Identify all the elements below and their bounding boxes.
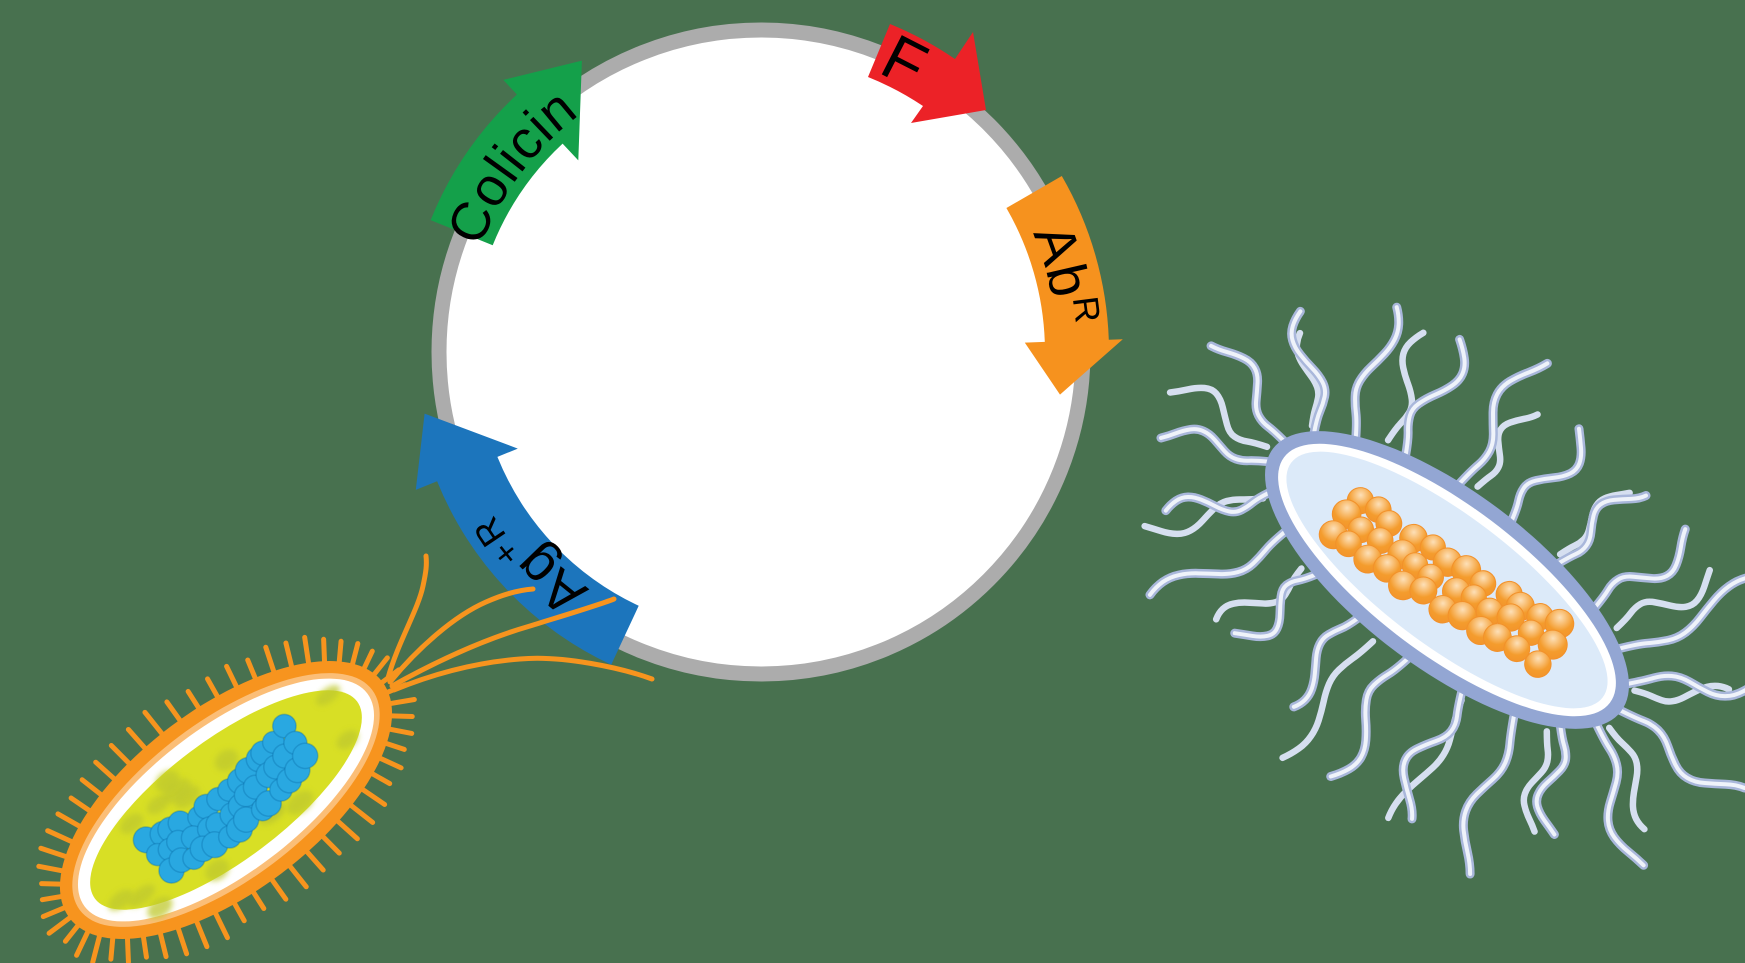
flagellum-core xyxy=(1289,309,1328,436)
cytoplasm-spot xyxy=(147,896,173,919)
fimbria xyxy=(283,640,296,674)
gene-label-ab-sup: R xyxy=(1065,294,1109,326)
cytoplasm-spot xyxy=(128,884,156,908)
fimbria xyxy=(93,759,120,785)
cytoplasm-spot xyxy=(108,889,134,911)
cytoplasm-spot xyxy=(214,749,239,772)
flagellum-background xyxy=(1520,728,1552,835)
flagellum-core xyxy=(1353,305,1401,441)
flagellum-background xyxy=(1613,566,1713,632)
fimbria xyxy=(38,845,73,861)
fimbria xyxy=(142,709,168,740)
bacterium-left-body xyxy=(36,634,417,963)
fimbria xyxy=(192,915,210,950)
fimbria xyxy=(90,929,104,963)
fimbria xyxy=(284,860,309,890)
flagellum-background xyxy=(1141,495,1267,538)
granule xyxy=(1524,650,1552,678)
pilus xyxy=(387,586,536,685)
fimbria xyxy=(174,921,190,957)
fimbria xyxy=(55,811,86,831)
flagellum-core xyxy=(1457,361,1550,487)
pili xyxy=(385,553,655,693)
flagellum-core xyxy=(1593,527,1688,610)
flagellum-core xyxy=(1163,490,1272,514)
fimbria xyxy=(345,800,376,825)
nucleoid-bead xyxy=(291,742,319,770)
cytoplasm-spot xyxy=(286,790,314,815)
pilus xyxy=(389,596,617,689)
cytoplasm-spot xyxy=(155,770,180,793)
flagellum-core xyxy=(1147,529,1288,597)
cytoplasm-spot xyxy=(315,685,341,706)
gene-arrow-f-factor xyxy=(868,24,986,123)
pilus xyxy=(391,655,655,693)
fimbria xyxy=(332,815,360,842)
flagellum-core xyxy=(1617,707,1745,790)
bacterium-right xyxy=(1141,302,1745,879)
flagellum-core xyxy=(1328,656,1411,779)
flagellum-core xyxy=(1209,343,1287,444)
flagellum-core xyxy=(1461,712,1517,877)
fimbria xyxy=(46,912,76,936)
flagellum-core xyxy=(1158,427,1271,464)
flagellum-background xyxy=(1631,682,1733,705)
flagellum-background xyxy=(1279,638,1377,762)
gene-arrow-colicin xyxy=(430,60,582,246)
granule-cluster xyxy=(1318,487,1575,678)
flagellum-core xyxy=(1625,668,1745,699)
flagellum-core xyxy=(1556,493,1648,566)
cytoplasm-spot xyxy=(336,730,359,750)
bacterium-left xyxy=(36,553,655,963)
flagellum-background xyxy=(1605,724,1648,833)
flagellum-core xyxy=(1232,572,1318,639)
flagellum-background xyxy=(1166,384,1271,451)
flagella xyxy=(1145,302,1745,879)
fimbria xyxy=(302,634,312,670)
flagellum-core xyxy=(1401,689,1464,821)
flagellum-background xyxy=(1384,329,1427,444)
fimbria xyxy=(356,784,388,807)
flagellum-core xyxy=(1509,426,1584,524)
flagellum-core xyxy=(1616,573,1745,651)
flagellum-core xyxy=(1594,722,1646,868)
fimbria xyxy=(45,828,79,846)
gene-arrow-antibiotic-resistance xyxy=(1006,176,1123,395)
fimbria xyxy=(124,931,131,963)
flagellum-core xyxy=(1534,724,1568,837)
cytoplasm-spot xyxy=(205,859,230,881)
fimbria xyxy=(74,925,93,958)
nucleoid-cluster xyxy=(132,713,319,884)
fimbria xyxy=(211,906,230,941)
fimbria xyxy=(376,667,402,688)
flagellum-background xyxy=(1474,411,1541,490)
cytoplasm-spot xyxy=(120,813,144,834)
flagellum-core xyxy=(1403,337,1467,458)
flagellum-core xyxy=(1291,615,1361,709)
pilus xyxy=(385,553,429,681)
fimbria xyxy=(263,644,278,679)
cytoplasm-spot xyxy=(146,794,169,815)
gene-arrow-silver-ion-resistance xyxy=(415,413,639,665)
